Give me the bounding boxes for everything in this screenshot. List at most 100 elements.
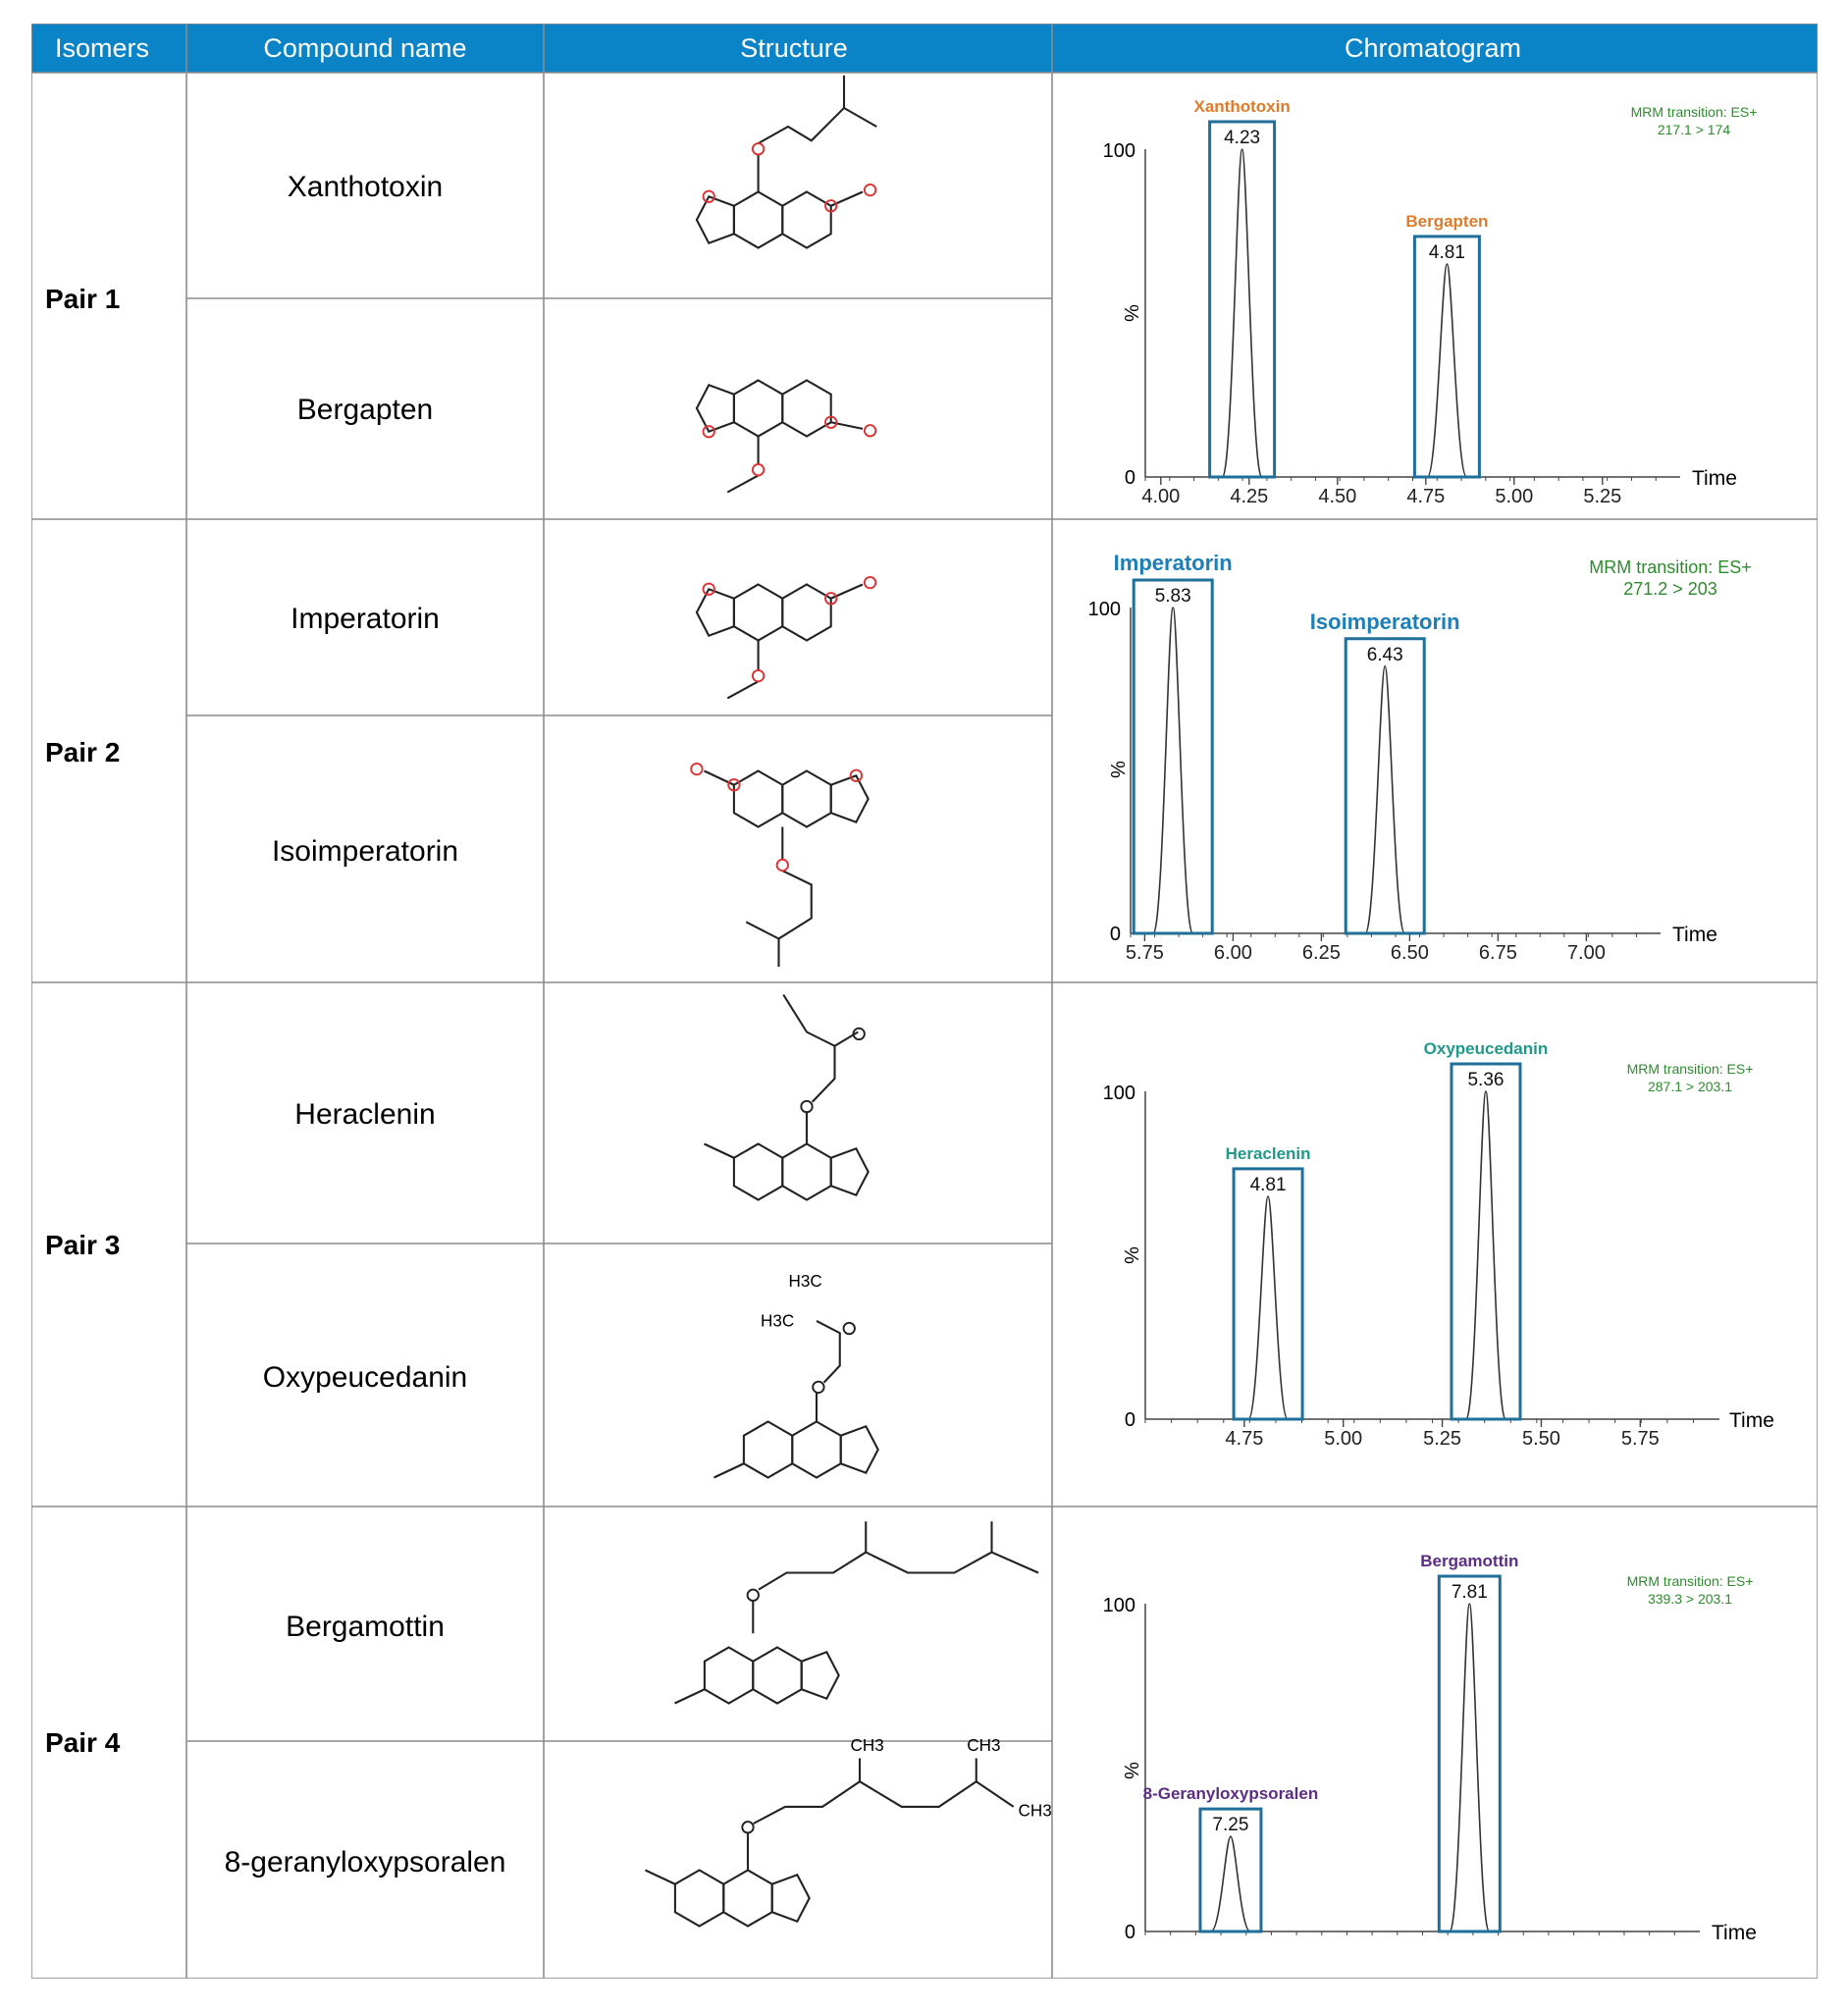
geranyloxypsoralen-ch3-label-3: CH3 [1019,1801,1052,1820]
chromatogram-pair-3: 100 % 0 Time MRM transition: ES+ 287.1 >… [1103,1039,1774,1450]
isomer-table: Isomers Compound name Structure Chromato… [31,24,1818,1979]
peak-compound-label: Bergamottin [1420,1552,1518,1570]
peak-compound-label: Bergapten [1405,212,1488,231]
peak-highlight-box [1132,578,1214,935]
peak-compound-label: 8-Geranyloxypsoralen [1143,1784,1319,1803]
compound-name-bergapten: Bergapten [297,394,433,426]
geranyloxypsoralen-structure: CH3 CH3 CH3 [645,1736,1052,1928]
bergamottin-structure [674,1521,1039,1705]
x-tick-label: 5.50 [1522,1428,1560,1450]
header-bar [31,24,1818,73]
peak-compound-label: Imperatorin [1114,551,1233,575]
peak-trace [1449,1603,1491,1932]
oxypeucedanin-structure: H3C H3C [713,1272,879,1479]
peak-retention-time: 4.81 [1250,1175,1287,1195]
y-axis-zero-label: 0 [1125,1409,1135,1431]
peak-trace [1152,607,1193,934]
heraclenin-structure [704,993,870,1201]
header-chromatogram: Chromatogram [1345,33,1521,63]
peak-highlight-box [1232,1167,1304,1421]
peak-retention-time: 6.43 [1367,645,1403,665]
pair-2-label: Pair 2 [45,737,120,767]
geranyloxypsoralen-ch3-label-1: CH3 [851,1736,884,1755]
chromatogram-axes [1144,1604,1700,1932]
mrm-transition-line-2: 287.1 > 203.1 [1648,1079,1732,1094]
y-axis-top-label: 100 [1103,140,1135,162]
mrm-transition-line-1: MRM transition: ES+ [1631,104,1758,120]
y-axis-zero-label: 0 [1125,467,1135,489]
chromatogram-axes [1144,149,1680,478]
y-axis-top-label: 100 [1088,599,1121,620]
table-grid [31,24,1818,1979]
pair-3-label: Pair 3 [45,1230,120,1260]
xanthotoxin-structure [695,75,877,249]
compound-name-imperatorin: Imperatorin [290,603,440,635]
peak-retention-time: 4.23 [1224,128,1260,148]
y-axis-top-label: 100 [1103,1083,1135,1104]
mrm-transition-line-2: 271.2 > 203 [1623,579,1717,599]
chromatogram-peaks: 4.23 Xanthotoxin 4.81 Bergapten [1193,97,1488,479]
y-axis-percent-label: % [1120,304,1141,322]
isoimperatorin-structure [690,762,870,968]
peak-highlight-box [1208,120,1277,479]
bergapten-structure [695,379,877,494]
header-structure: Structure [740,33,848,63]
mrm-transition-line-1: MRM transition: ES+ [1627,1573,1754,1589]
pair-4-label: Pair 4 [45,1727,121,1758]
x-tick-label: 5.25 [1583,486,1621,507]
imperatorin-structure [695,575,877,700]
x-tick-label: 5.00 [1324,1428,1362,1450]
chromatogram-pair-4: 100 % 0 Time MRM transition: ES+ 339.3 >… [1103,1552,1757,1944]
chromatogram-peaks: 4.81 Heraclenin 5.36 Oxypeucedanin [1226,1039,1549,1421]
chromatogram-peaks: 5.83 Imperatorin 6.43 Isoimperatorin [1114,551,1460,935]
y-axis-percent-label: % [1106,761,1128,778]
x-tick-label: 6.50 [1391,942,1429,964]
x-tick-label: 5.75 [1126,942,1164,964]
compound-name-xanthotoxin: Xanthotoxin [288,171,443,203]
peak-trace [1465,1090,1506,1420]
peak-retention-time: 5.36 [1467,1070,1504,1090]
header-isomers: Isomers [55,33,149,63]
x-tick-label: 4.00 [1141,486,1180,507]
peak-trace [1426,263,1468,478]
peak-compound-label: Isoimperatorin [1310,609,1460,634]
peak-trace [1364,664,1405,934]
x-axis-title: Time [1729,1409,1774,1432]
y-axis-percent-label: % [1120,1762,1141,1779]
oxypeucedanin-h3c-label-2: H3C [761,1312,794,1331]
peak-highlight-box [1437,1574,1502,1933]
peak-compound-label: Xanthotoxin [1193,97,1290,116]
chromatogram-pair-2: 100 % 0 Time MRM transition: ES+ 271.2 >… [1088,551,1752,964]
peak-trace [1210,1835,1251,1932]
peak-highlight-box [1198,1807,1263,1933]
peak-highlight-box [1344,637,1426,935]
peak-retention-time: 4.81 [1429,242,1465,263]
compound-name-heraclenin: Heraclenin [294,1098,435,1131]
x-tick-label: 6.25 [1302,942,1341,964]
x-tick-label: 4.75 [1406,486,1445,507]
mrm-transition-line-2: 339.3 > 203.1 [1648,1591,1732,1607]
peak-compound-label: Oxypeucedanin [1424,1039,1549,1058]
oxypeucedanin-h3c-label-1: H3C [789,1272,822,1291]
x-tick-label: 4.75 [1225,1428,1263,1450]
y-axis-top-label: 100 [1103,1595,1135,1616]
chromatogram-axes [1144,1091,1719,1420]
y-axis-zero-label: 0 [1110,924,1121,945]
peak-highlight-box [1450,1062,1522,1421]
x-axis-ticks: 4.75 5.00 5.25 5.50 5.75 [1144,1419,1694,1450]
x-axis-title: Time [1672,924,1717,946]
x-tick-label: 5.25 [1423,1428,1461,1450]
peak-trace [1221,148,1263,478]
compound-name-isoimperatorin: Isoimperatorin [272,835,458,868]
compound-name-oxypeucedanin: Oxypeucedanin [263,1361,467,1394]
compound-name-bergamottin: Bergamottin [286,1611,445,1643]
peak-compound-label: Heraclenin [1226,1144,1311,1163]
peak-retention-time: 5.83 [1155,586,1191,607]
x-tick-label: 5.75 [1621,1428,1660,1450]
compound-name-8-geranyloxypsoralen: 8-geranyloxypsoralen [225,1846,506,1878]
peak-highlight-box [1412,235,1481,479]
geranyloxypsoralen-ch3-label-2: CH3 [967,1736,1000,1755]
